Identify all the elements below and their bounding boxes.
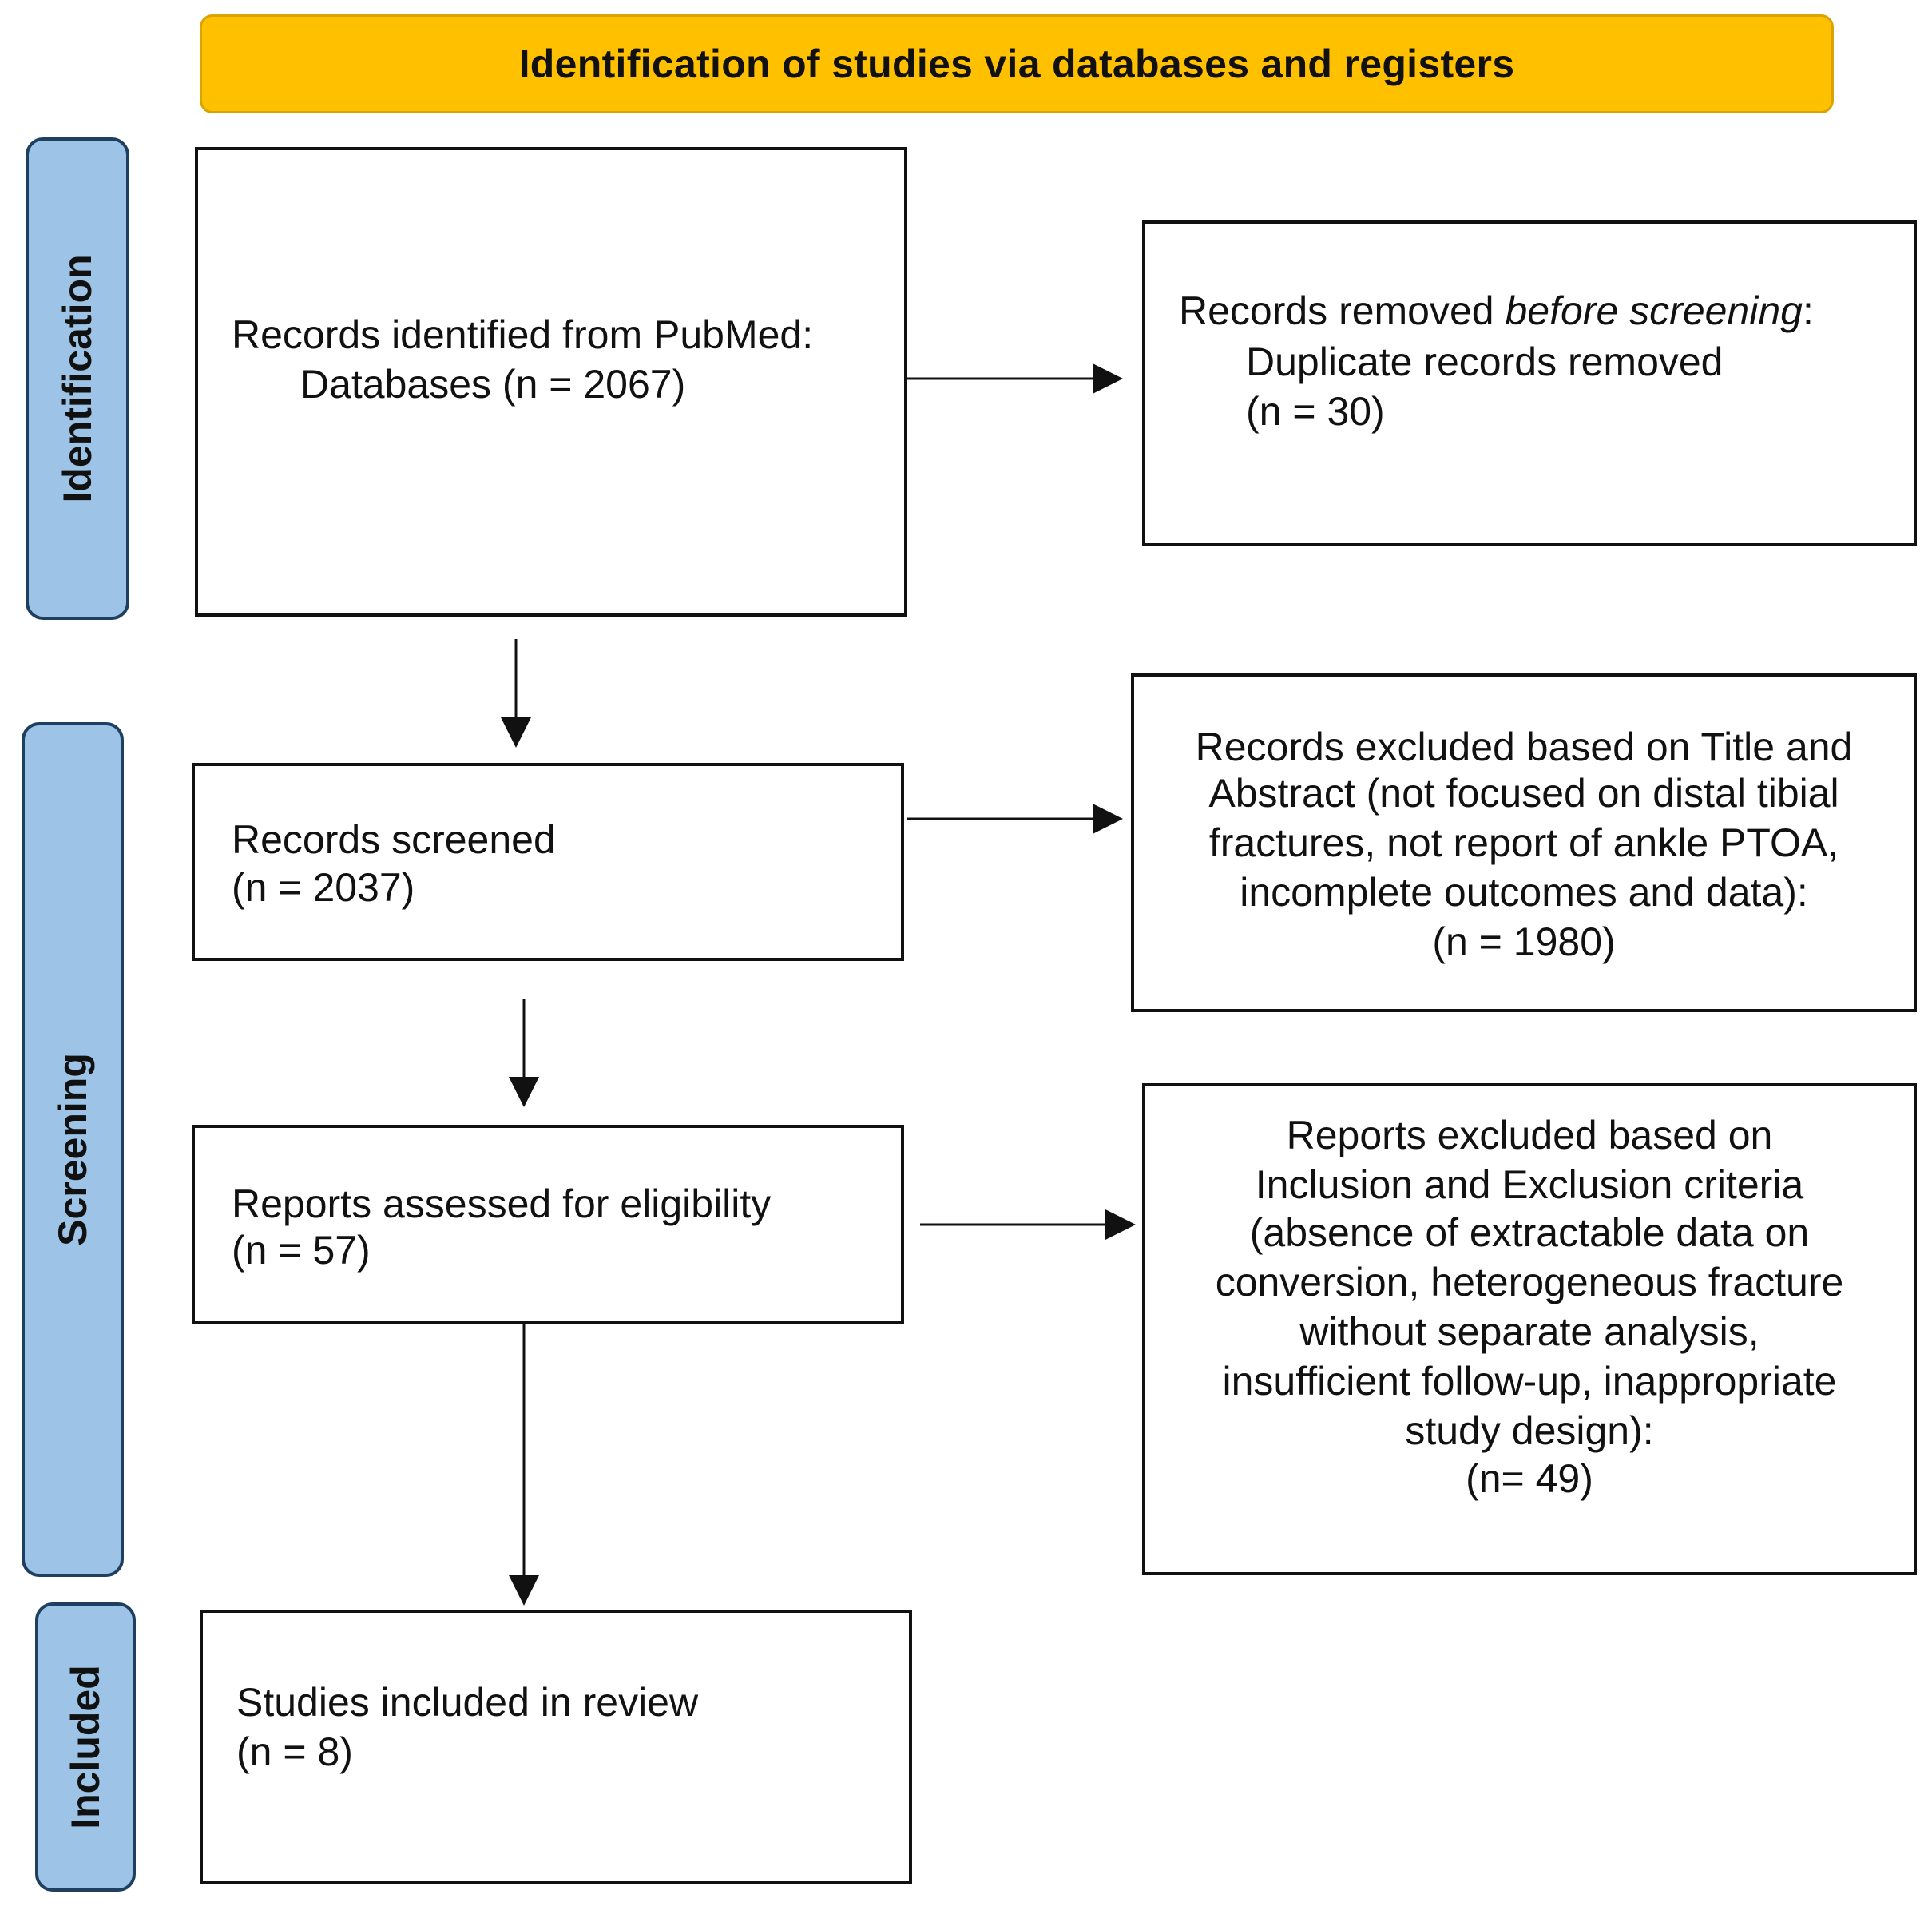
box-reports-excluded-criteria: [1142, 1083, 1917, 1575]
excluded-criteria-line1: Reports excluded based on: [1286, 1113, 1773, 1157]
box-records-excluded-title-abstract: [1131, 673, 1917, 1012]
box-reports-assessed: [192, 1125, 904, 1324]
studies-included-line1: Studies included in review: [236, 1680, 699, 1725]
excluded-title-line1: Records excluded based on Title and: [1195, 725, 1853, 769]
records-identified-line1: Records identified from PubMed:: [232, 312, 814, 357]
records-removed-emphasis: before screening: [1505, 288, 1803, 333]
excluded-title-line4: incomplete outcomes and data):: [1240, 870, 1808, 915]
header-title: Identification of studies via databases …: [518, 42, 1515, 86]
records-identified-line2: Databases (n = 2067): [300, 362, 686, 407]
box-records-identified: [195, 147, 907, 617]
excluded-criteria-line5: without separate analysis,: [1299, 1309, 1759, 1354]
excluded-title-line2: Abstract (not focused on distal tibial: [1208, 771, 1839, 816]
excluded-title-line5: (n = 1980): [1432, 919, 1616, 964]
excluded-criteria-line8: (n= 49): [1466, 1456, 1593, 1501]
excluded-criteria-line3: (absence of extractable data on: [1249, 1210, 1810, 1255]
reports-assessed-line1: Reports assessed for eligibility: [232, 1181, 772, 1226]
excluded-criteria-line4: conversion, heterogeneous fracture: [1215, 1260, 1844, 1304]
excluded-criteria-line2: Inclusion and Exclusion criteria: [1255, 1162, 1804, 1207]
box-records-removed: [1142, 220, 1917, 546]
records-removed-line1: Records removed before screening:: [1179, 286, 1814, 336]
reports-assessed-line2: (n = 57): [232, 1228, 371, 1273]
records-removed-line3: (n = 30): [1246, 389, 1385, 434]
box-studies-included: [200, 1610, 912, 1884]
records-removed-line1-a: Records removed: [1179, 288, 1506, 333]
header-banner: Identification of studies via databases …: [200, 14, 1834, 113]
phase-screening: Screening: [22, 722, 124, 1577]
excluded-criteria-line6: insufficient follow-up, inappropriate: [1222, 1359, 1837, 1404]
records-screened-line1: Records screened: [232, 817, 556, 862]
phase-included: Included: [35, 1602, 136, 1892]
records-removed-line1-c: :: [1802, 288, 1814, 333]
records-screened-line2: (n = 2037): [232, 865, 415, 910]
excluded-criteria-line7: study design):: [1405, 1408, 1654, 1453]
studies-included-line2: (n = 8): [236, 1729, 353, 1774]
phase-identification: Identification: [26, 137, 129, 620]
records-removed-line2: Duplicate records removed: [1246, 340, 1724, 384]
box-records-screened: [192, 763, 904, 961]
excluded-title-line3: fractures, not report of ankle PTOA,: [1208, 820, 1839, 865]
